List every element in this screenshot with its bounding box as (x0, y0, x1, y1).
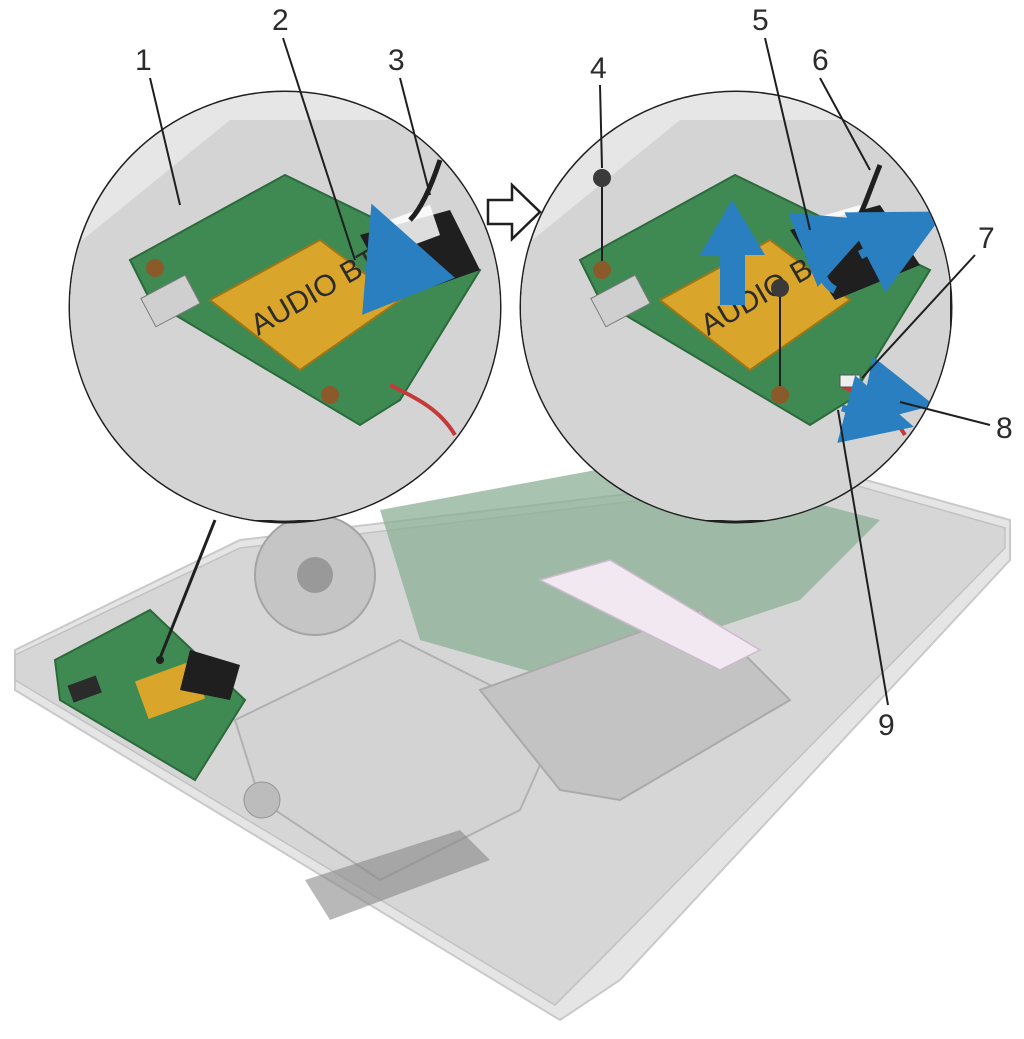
lift-latch-arrow (362, 203, 455, 315)
callout-6: 6 (812, 44, 829, 77)
disconnect-power-cable-arrow (837, 375, 914, 443)
callout-1: 1 (135, 44, 152, 77)
io-board-small (53, 608, 247, 782)
callout-leaders (149, 37, 991, 706)
lift-board-arrow (700, 200, 765, 305)
disconnect-display-cable-arrow (844, 211, 946, 293)
usb-port (140, 274, 201, 328)
touchpad-ribbon-cable (537, 559, 762, 671)
screw-hole (321, 386, 339, 404)
coin-cell-connector (839, 374, 861, 388)
zoom-leader-line (158, 519, 217, 659)
screw-hole (146, 259, 164, 277)
screw-hole (593, 261, 611, 279)
zoom-circle-right: AUDIO BTU (519, 90, 953, 524)
speaker (305, 830, 490, 920)
callout-5: 5 (752, 4, 769, 37)
callout-7: 7 (978, 222, 995, 255)
callout-4: 4 (590, 52, 607, 85)
screw (593, 169, 611, 187)
callout-9: 9 (878, 709, 895, 742)
callout-2: 2 (272, 4, 289, 37)
laptop-palmrest-assembly (14, 460, 1011, 1022)
coin-cell-battery (243, 781, 281, 819)
screw (771, 279, 789, 297)
callout-3: 3 (388, 44, 405, 77)
usb-port (590, 274, 651, 328)
callout-8: 8 (996, 412, 1013, 445)
screw-hole (771, 386, 789, 404)
zoom-circle-left: AUDIO BTU (68, 90, 502, 524)
coin-cell-cable (389, 383, 457, 437)
step-arrow (486, 182, 542, 242)
open-latch-arrow (787, 212, 878, 294)
